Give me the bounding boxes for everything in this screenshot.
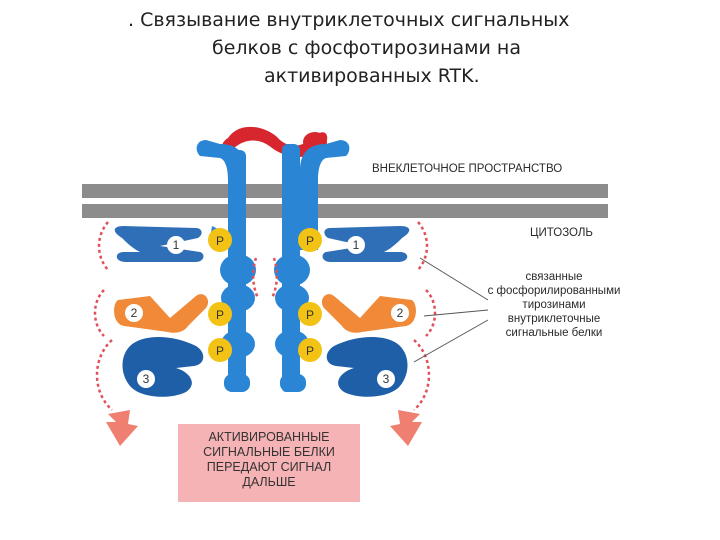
svg-text:P: P bbox=[216, 234, 224, 248]
membrane-outer-layer bbox=[82, 184, 608, 198]
protein-3-right: 3 bbox=[326, 337, 408, 397]
svg-text:P: P bbox=[216, 344, 224, 358]
membrane-inner-layer bbox=[82, 204, 608, 218]
phosphotyrosine-left-3: P bbox=[208, 338, 232, 362]
title-line-2: белков с фосфотирозинами на bbox=[212, 37, 521, 59]
bound-proteins-label: связанные с фосфорилированными тирозинам… bbox=[488, 271, 621, 339]
receptor-right bbox=[274, 140, 350, 392]
result-line-3: ПЕРЕДАЮТ СИГНАЛ bbox=[206, 460, 332, 474]
receptor-left-upper bbox=[228, 150, 246, 194]
svg-text:внутриклеточные: внутриклеточные bbox=[508, 313, 600, 325]
protein-1-right: 1 bbox=[322, 226, 410, 262]
protein-1-left: 1 bbox=[114, 226, 204, 262]
phosphotyrosine-left-1: P bbox=[208, 228, 232, 252]
title-line-1: . Связывание внутриклеточных сигнальных bbox=[128, 9, 570, 31]
protein-2-right-label: 2 bbox=[397, 306, 404, 320]
svg-text:P: P bbox=[216, 308, 224, 322]
protein-3-right-label: 3 bbox=[383, 372, 390, 386]
phosphotyrosine-right-3: P bbox=[298, 338, 322, 362]
extracellular-label: ВНЕКЛЕТОЧНОЕ ПРОСТРАНСТВО bbox=[372, 163, 562, 175]
result-line-1: АКТИВИРОВАННЫЕ bbox=[208, 430, 330, 444]
pointer-lines bbox=[413, 257, 489, 363]
cytosol-label: ЦИТОЗОЛЬ bbox=[530, 227, 593, 239]
result-line-2: СИГНАЛЬНЫЕ БЕЛКИ bbox=[203, 445, 335, 459]
title-line-3: активированных RTK. bbox=[264, 65, 480, 87]
svg-text:тирозинами: тирозинами bbox=[522, 299, 585, 311]
svg-text:сигнальные белки: сигнальные белки bbox=[506, 327, 603, 339]
protein-1-left-label: 1 bbox=[173, 238, 180, 252]
svg-text:P: P bbox=[306, 234, 314, 248]
svg-text:связанные: связанные bbox=[526, 271, 583, 283]
svg-text:с фосфорилированными: с фосфорилированными bbox=[488, 285, 621, 297]
phosphotyrosine-right-2: P bbox=[298, 302, 322, 326]
phosphotyrosine-right-1: P bbox=[298, 228, 322, 252]
protein-1-right-label: 1 bbox=[353, 238, 360, 252]
svg-text:P: P bbox=[306, 344, 314, 358]
signal-arrow-right bbox=[390, 410, 422, 446]
dimer-interface bbox=[252, 257, 278, 299]
activation-marks bbox=[93, 221, 437, 411]
phosphotyrosine-left-2: P bbox=[208, 302, 232, 326]
protein-3-left-label: 3 bbox=[143, 372, 150, 386]
result-box: АКТИВИРОВАННЫЕ СИГНАЛЬНЫЕ БЕЛКИ ПЕРЕДАЮТ… bbox=[178, 424, 360, 502]
result-line-4: ДАЛЬШЕ bbox=[242, 475, 296, 489]
svg-text:P: P bbox=[306, 308, 314, 322]
signal-arrow-left bbox=[106, 410, 138, 446]
protein-3-left: 3 bbox=[122, 337, 204, 397]
protein-2-left: 2 bbox=[114, 294, 209, 333]
protein-2-left-label: 2 bbox=[131, 306, 138, 320]
protein-2-right: 2 bbox=[321, 294, 416, 333]
